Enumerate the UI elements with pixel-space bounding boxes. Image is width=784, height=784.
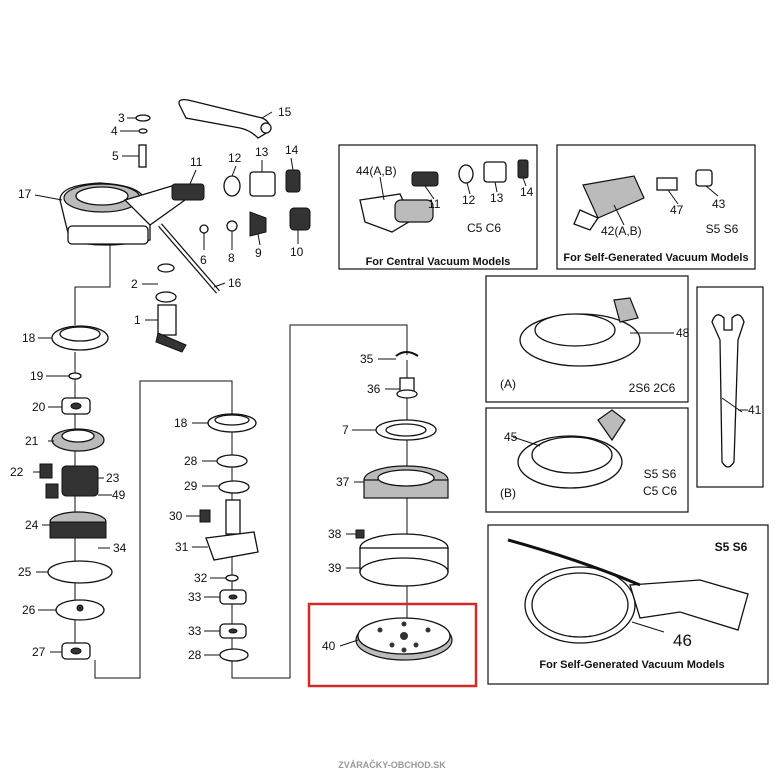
shroud-b-model-code-1: S5 S6 — [644, 467, 677, 481]
label-30: 30 — [169, 509, 183, 523]
shroud-b-letter: (B) — [500, 486, 516, 500]
part-labels: 3 4 5 17 15 11 12 13 14 6 8 9 10 16 2 1 … — [10, 105, 762, 662]
pad-stack — [355, 351, 453, 661]
label-25: 25 — [18, 565, 32, 579]
leader-lines — [33, 111, 748, 656]
label-1: 1 — [134, 313, 141, 327]
label-32: 32 — [194, 571, 208, 585]
label-27: 27 — [32, 645, 46, 659]
label-20: 20 — [32, 400, 46, 414]
hose-caption: For Self-Generated Vacuum Models — [539, 659, 724, 671]
label-35: 35 — [360, 352, 374, 366]
label-44: 44(A,B) — [356, 164, 397, 178]
middle-spindle-stack — [199, 413, 259, 662]
highlight-box — [307, 602, 478, 688]
label-40: 40 — [322, 639, 336, 653]
central-model-code: C5 C6 — [467, 221, 501, 235]
label-11c: 11 — [428, 197, 441, 211]
central-vacuum-box: For Central Vacuum Models C5 C6 — [338, 144, 538, 270]
label-12: 12 — [228, 151, 242, 165]
lever-part — [178, 98, 270, 139]
label-14c: 14 — [520, 185, 534, 199]
left-bearing-stack — [39, 325, 113, 660]
label-14: 14 — [285, 143, 299, 157]
label-38: 38 — [328, 527, 342, 541]
label-8: 8 — [228, 251, 235, 265]
shroud-a-model-code: 2S6 2C6 — [629, 381, 676, 395]
label-33a: 33 — [188, 590, 202, 604]
label-23: 23 — [106, 471, 120, 485]
label-15: 15 — [278, 105, 292, 119]
label-36: 36 — [367, 382, 381, 396]
label-13c: 13 — [490, 191, 504, 205]
label-46: 46 — [673, 631, 692, 650]
label-2: 2 — [131, 277, 138, 291]
wrench-box — [696, 286, 764, 488]
self-generated-box-top: S5 S6 For Self-Generated Vacuum Models — [556, 144, 756, 270]
label-24: 24 — [25, 518, 39, 532]
label-16: 16 — [228, 276, 242, 290]
label-28b: 28 — [188, 648, 202, 662]
shroud-a-box: (A) 2S6 2C6 — [485, 275, 689, 403]
label-10: 10 — [290, 245, 304, 259]
label-37: 37 — [336, 475, 350, 489]
label-21: 21 — [25, 434, 39, 448]
label-33b: 33 — [188, 624, 202, 638]
label-45: 45 — [504, 430, 518, 444]
shroud-a-letter: (A) — [500, 377, 516, 391]
label-9: 9 — [255, 246, 262, 260]
label-39: 39 — [328, 561, 342, 575]
shroud-b-box: (B) S5 S6 C5 C6 — [485, 407, 689, 513]
label-49: 49 — [112, 488, 126, 502]
label-22: 22 — [10, 465, 24, 479]
label-19: 19 — [30, 369, 44, 383]
label-18b: 18 — [174, 416, 188, 430]
label-26: 26 — [22, 603, 36, 617]
label-18a: 18 — [22, 331, 36, 345]
label-5: 5 — [112, 149, 119, 163]
label-17: 17 — [18, 187, 32, 201]
label-29: 29 — [184, 479, 198, 493]
label-28a: 28 — [184, 454, 198, 468]
hose-model-code: S5 S6 — [715, 540, 748, 554]
central-caption: For Central Vacuum Models — [366, 256, 511, 268]
label-13: 13 — [255, 145, 269, 159]
self-top-model-code: S5 S6 — [706, 222, 739, 236]
label-48: 48 — [676, 326, 690, 340]
label-3: 3 — [118, 111, 125, 125]
hose-box: S5 S6 For Self-Generated Vacuum Models — [487, 524, 769, 685]
label-12c: 12 — [462, 193, 476, 207]
label-43: 43 — [712, 197, 726, 211]
label-34: 34 — [113, 541, 127, 555]
shroud-b-model-code-2: C5 C6 — [643, 484, 677, 498]
self-top-caption: For Self-Generated Vacuum Models — [563, 252, 748, 264]
label-31: 31 — [175, 540, 189, 554]
label-7: 7 — [342, 423, 349, 437]
main-housing-group — [59, 98, 311, 353]
label-6: 6 — [200, 253, 207, 267]
watermark: ZVÁRAČKY-OBCHOD.SK — [338, 759, 446, 770]
label-4: 4 — [111, 124, 118, 138]
label-11: 11 — [190, 155, 203, 169]
label-42: 42(A,B) — [601, 224, 642, 238]
label-41: 41 — [748, 403, 762, 417]
label-47: 47 — [670, 203, 684, 217]
